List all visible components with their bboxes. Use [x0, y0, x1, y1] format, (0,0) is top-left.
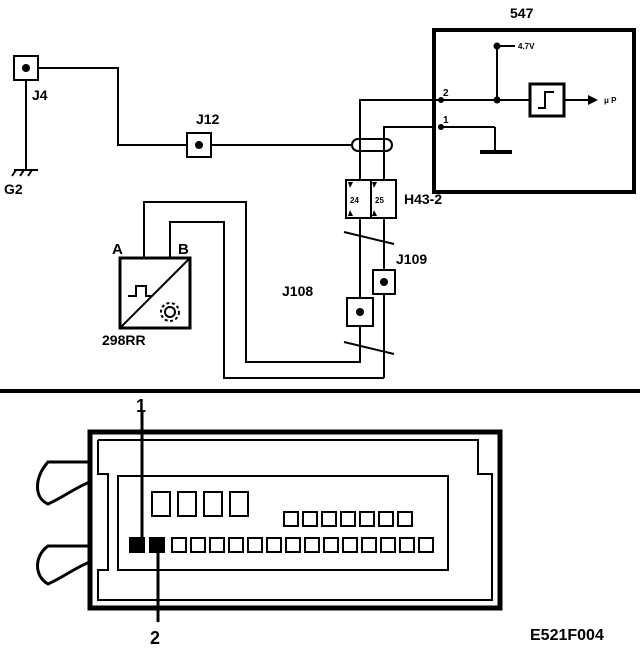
g2-label: G2 [4, 181, 23, 197]
harness-wires: J109 J108 [143, 201, 427, 379]
shield-wire: J12 [38, 67, 352, 158]
callout-1-label: 1 [136, 396, 146, 416]
sensor-298rr: A B 298RR [102, 241, 192, 348]
connector-face: 1 2 [36, 396, 503, 648]
pin1-label: 1 [443, 115, 449, 126]
ground-j4: J4 G2 [4, 55, 48, 197]
terminal-a-label: A [112, 241, 123, 258]
terminal-b-label: B [178, 241, 189, 258]
j108-label: J108 [282, 283, 313, 299]
connector-h43-2: 24 25 H43-2 [345, 179, 442, 219]
output-label: μ P [604, 96, 617, 105]
pin25-label: 25 [375, 196, 384, 205]
callout-2-label: 2 [150, 628, 160, 648]
ecu-547: 547 4.7V 2 μ P 1 [432, 5, 636, 194]
j12-label: J12 [196, 111, 220, 127]
j109-label: J109 [396, 251, 427, 267]
connector-label: H43-2 [404, 191, 442, 207]
figure-code: E521F004 [530, 627, 604, 644]
pin-1-cavity [129, 537, 145, 553]
signal-wires [351, 99, 434, 180]
j4-label: J4 [32, 87, 48, 103]
sensor-label: 298RR [102, 332, 146, 348]
supply-voltage-label: 4.7V [518, 42, 535, 51]
pin-2-cavity [149, 537, 165, 553]
ecu-label: 547 [510, 5, 534, 21]
pin24-label: 24 [350, 196, 359, 205]
pin2-label: 2 [443, 88, 449, 99]
